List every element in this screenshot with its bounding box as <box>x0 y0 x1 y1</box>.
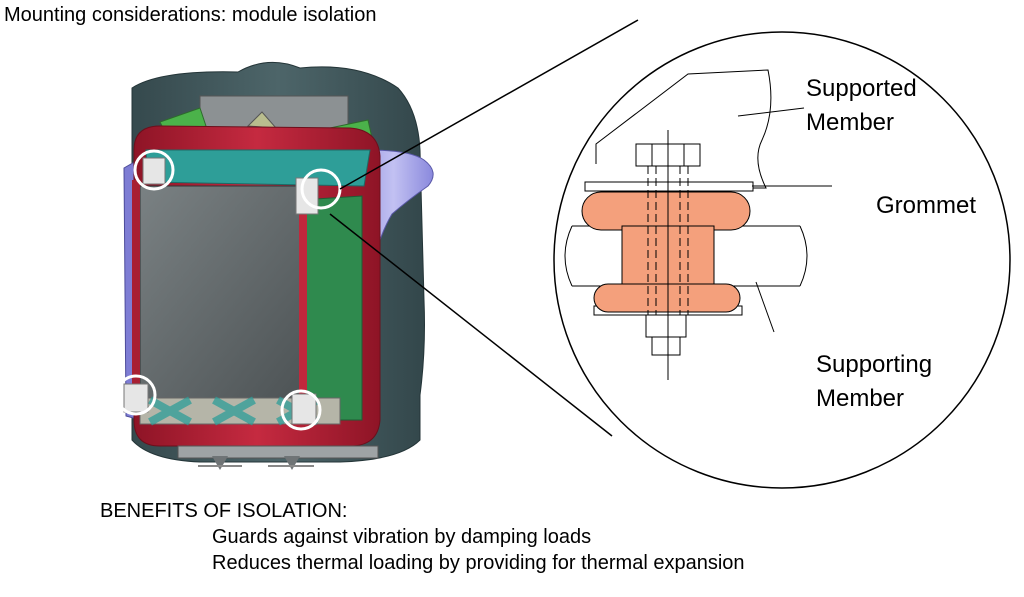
bottom-feet <box>177 445 379 470</box>
isolator-highlight <box>280 389 322 431</box>
left-tube <box>132 180 140 400</box>
page-title: Mounting considerations: module isolatio… <box>4 4 377 26</box>
isolator-highlight <box>115 374 157 416</box>
grommet-label: Grommet <box>876 192 976 219</box>
zoom-leader-line <box>329 213 613 437</box>
benefits-section: BENEFITS OF ISOLATION: Guards against vi… <box>100 498 745 576</box>
bolt-shank <box>647 166 689 315</box>
mount-block <box>295 177 319 215</box>
supported-member-label-line2: Member <box>806 109 894 136</box>
mount-block <box>123 383 149 413</box>
upper-washer <box>584 181 754 192</box>
green-band <box>299 195 363 421</box>
supported-member-label-line1: Supported <box>806 75 917 102</box>
benefit-item-vibration: Guards against vibration by damping load… <box>212 526 592 548</box>
right-tube <box>299 196 307 406</box>
supporting-member-leader <box>755 281 775 333</box>
bottom-nut <box>645 314 687 338</box>
mount-block <box>291 393 317 425</box>
supported-member-label: Supported Member <box>806 75 923 136</box>
zoom-leader-line <box>339 19 639 190</box>
bottom-panel-pattern <box>148 396 320 426</box>
supported-member-leader <box>737 107 805 117</box>
radiator-module-assembly <box>115 61 434 470</box>
benefit-item-thermal: Reduces thermal loading by providing for… <box>212 552 745 574</box>
mount-block <box>142 157 166 185</box>
supporting-member-label-line1: Supporting <box>816 351 932 378</box>
radiator-core <box>139 185 307 399</box>
supporting-member-label: Supporting Member <box>816 351 939 412</box>
supported-member-outline <box>595 69 772 189</box>
isolator-highlight <box>133 149 175 191</box>
bolt-tip <box>651 336 681 356</box>
benefits-heading: BENEFITS OF ISOLATION: <box>100 500 348 522</box>
supporting-member-label-line2: Member <box>816 385 904 412</box>
